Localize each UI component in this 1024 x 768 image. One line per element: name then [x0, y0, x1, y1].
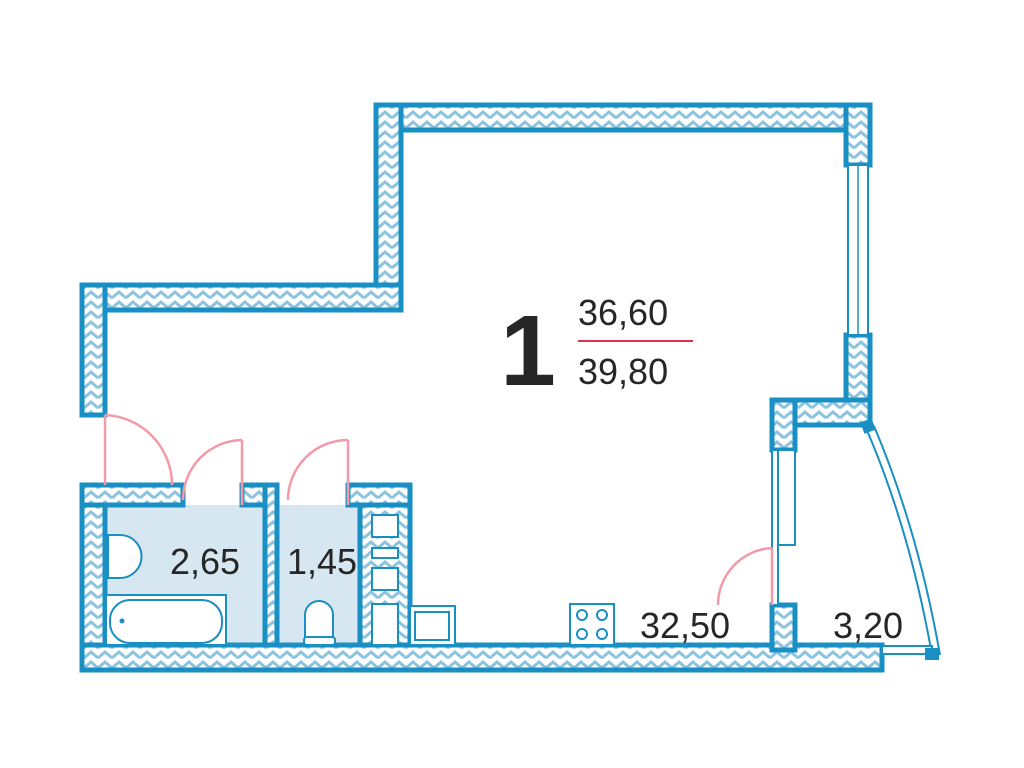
- bathtub: [105, 594, 227, 646]
- doors: [103, 413, 774, 606]
- bathroom-area: 2,65: [170, 541, 240, 582]
- toilet-bowl: [303, 600, 336, 646]
- toilet-area: 1,45: [287, 541, 357, 582]
- shaft-shelves: [371, 514, 399, 646]
- kitchen-sink: [409, 605, 456, 646]
- living-area: 36,60: [578, 292, 668, 333]
- walls: [79, 102, 885, 673]
- rooms-count: 1: [500, 295, 556, 407]
- washbasin: [107, 534, 143, 579]
- windows: [771, 164, 941, 660]
- main-room-area: 32,50: [640, 605, 730, 646]
- stove: [569, 603, 615, 646]
- balcony-area: 3,20: [833, 605, 903, 646]
- total-area: 39,80: [578, 351, 668, 392]
